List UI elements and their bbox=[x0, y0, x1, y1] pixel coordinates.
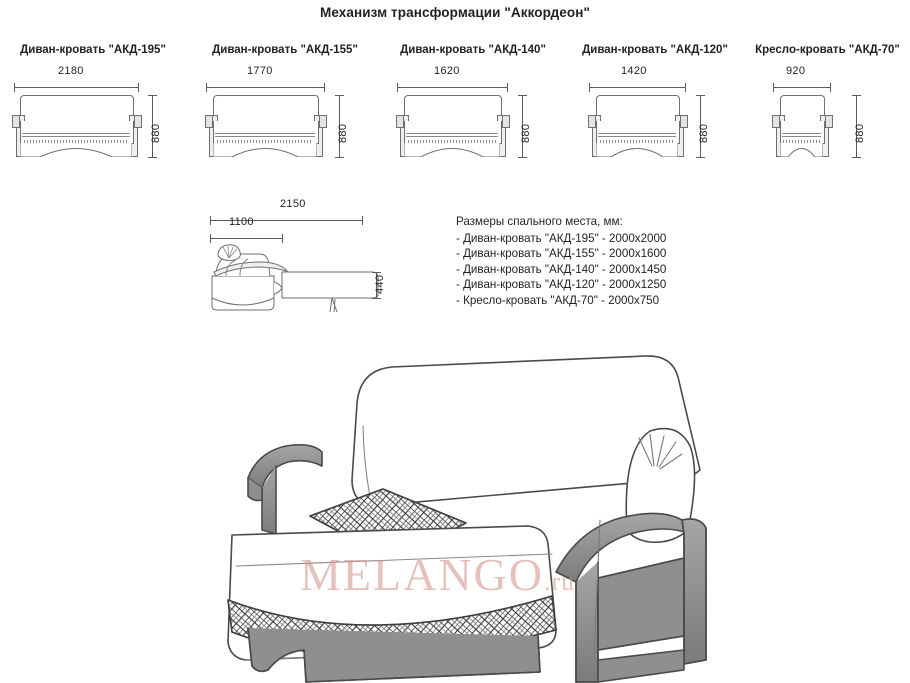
model-column-akd-140: Диван-кровать "АКД-140" 1620 bbox=[380, 44, 566, 160]
width-dimension-label: 1620 bbox=[434, 65, 460, 77]
folded-depth-label: 1100 bbox=[229, 216, 254, 228]
model-label: Диван-кровать "АКД-120" bbox=[582, 44, 728, 56]
side-view-drawing bbox=[204, 242, 386, 319]
sofa-perspective-illustration bbox=[0, 330, 910, 683]
front-elevation-drawing bbox=[10, 95, 144, 157]
height-dimension-label: 880 bbox=[520, 123, 532, 143]
front-elevation-drawing bbox=[395, 95, 511, 157]
model-label: Диван-кровать "АКД-195" bbox=[20, 44, 166, 56]
bed-height-label: 440 bbox=[374, 274, 386, 294]
spec-heading: Размеры спального места, мм: bbox=[456, 215, 623, 228]
height-dimension-label: 880 bbox=[337, 123, 349, 143]
height-dimension-label: 880 bbox=[854, 123, 866, 143]
width-dimension-label: 1420 bbox=[621, 65, 647, 77]
spec-item: - Диван-кровать "АКД-155" - 2000х1600 bbox=[456, 247, 667, 261]
height-dimension-label: 880 bbox=[150, 123, 162, 143]
model-column-akd-70: Кресло-кровать "АКД-70" 920 bbox=[745, 44, 910, 160]
width-dimension-label: 2180 bbox=[58, 65, 84, 77]
side-view-section: 2150 1100 bbox=[196, 196, 396, 316]
width-dimension-label: 1770 bbox=[247, 65, 273, 77]
model-column-akd-155: Диван-кровать "АКД-155" 1770 bbox=[192, 44, 378, 160]
spec-item: - Диван-кровать "АКД-195" - 2000х2000 bbox=[456, 231, 667, 245]
overall-length-label: 2150 bbox=[280, 198, 306, 210]
height-dimension-label: 880 bbox=[698, 123, 710, 143]
front-elevation-drawing bbox=[587, 95, 689, 157]
model-elevations-row: Диван-кровать "АКД-195" 2180 bbox=[0, 44, 910, 174]
model-column-akd-195: Диван-кровать "АКД-195" 2180 bbox=[0, 44, 186, 160]
sleeping-size-spec: Размеры спального места, мм: - Диван-кро… bbox=[456, 214, 666, 309]
spec-item: - Диван-кровать "АКД-120" - 2000х1250 bbox=[456, 278, 667, 292]
front-elevation-drawing bbox=[771, 95, 833, 157]
page-title: Механизм трансформации "Аккордеон" bbox=[319, 5, 591, 20]
width-dimension-label: 920 bbox=[786, 65, 806, 77]
spec-item: - Диван-кровать "АКД-140" - 2000х1450 bbox=[456, 262, 667, 276]
front-elevation-drawing bbox=[204, 95, 328, 157]
model-column-akd-120: Диван-кровать "АКД-120" 1420 bbox=[565, 44, 745, 160]
model-label: Диван-кровать "АКД-155" bbox=[212, 44, 358, 56]
model-label: Диван-кровать "АКД-140" bbox=[400, 44, 546, 56]
spec-item: - Кресло-кровать "АКД-70" - 2000х750 bbox=[456, 293, 660, 307]
model-label: Кресло-кровать "АКД-70" bbox=[755, 44, 900, 56]
